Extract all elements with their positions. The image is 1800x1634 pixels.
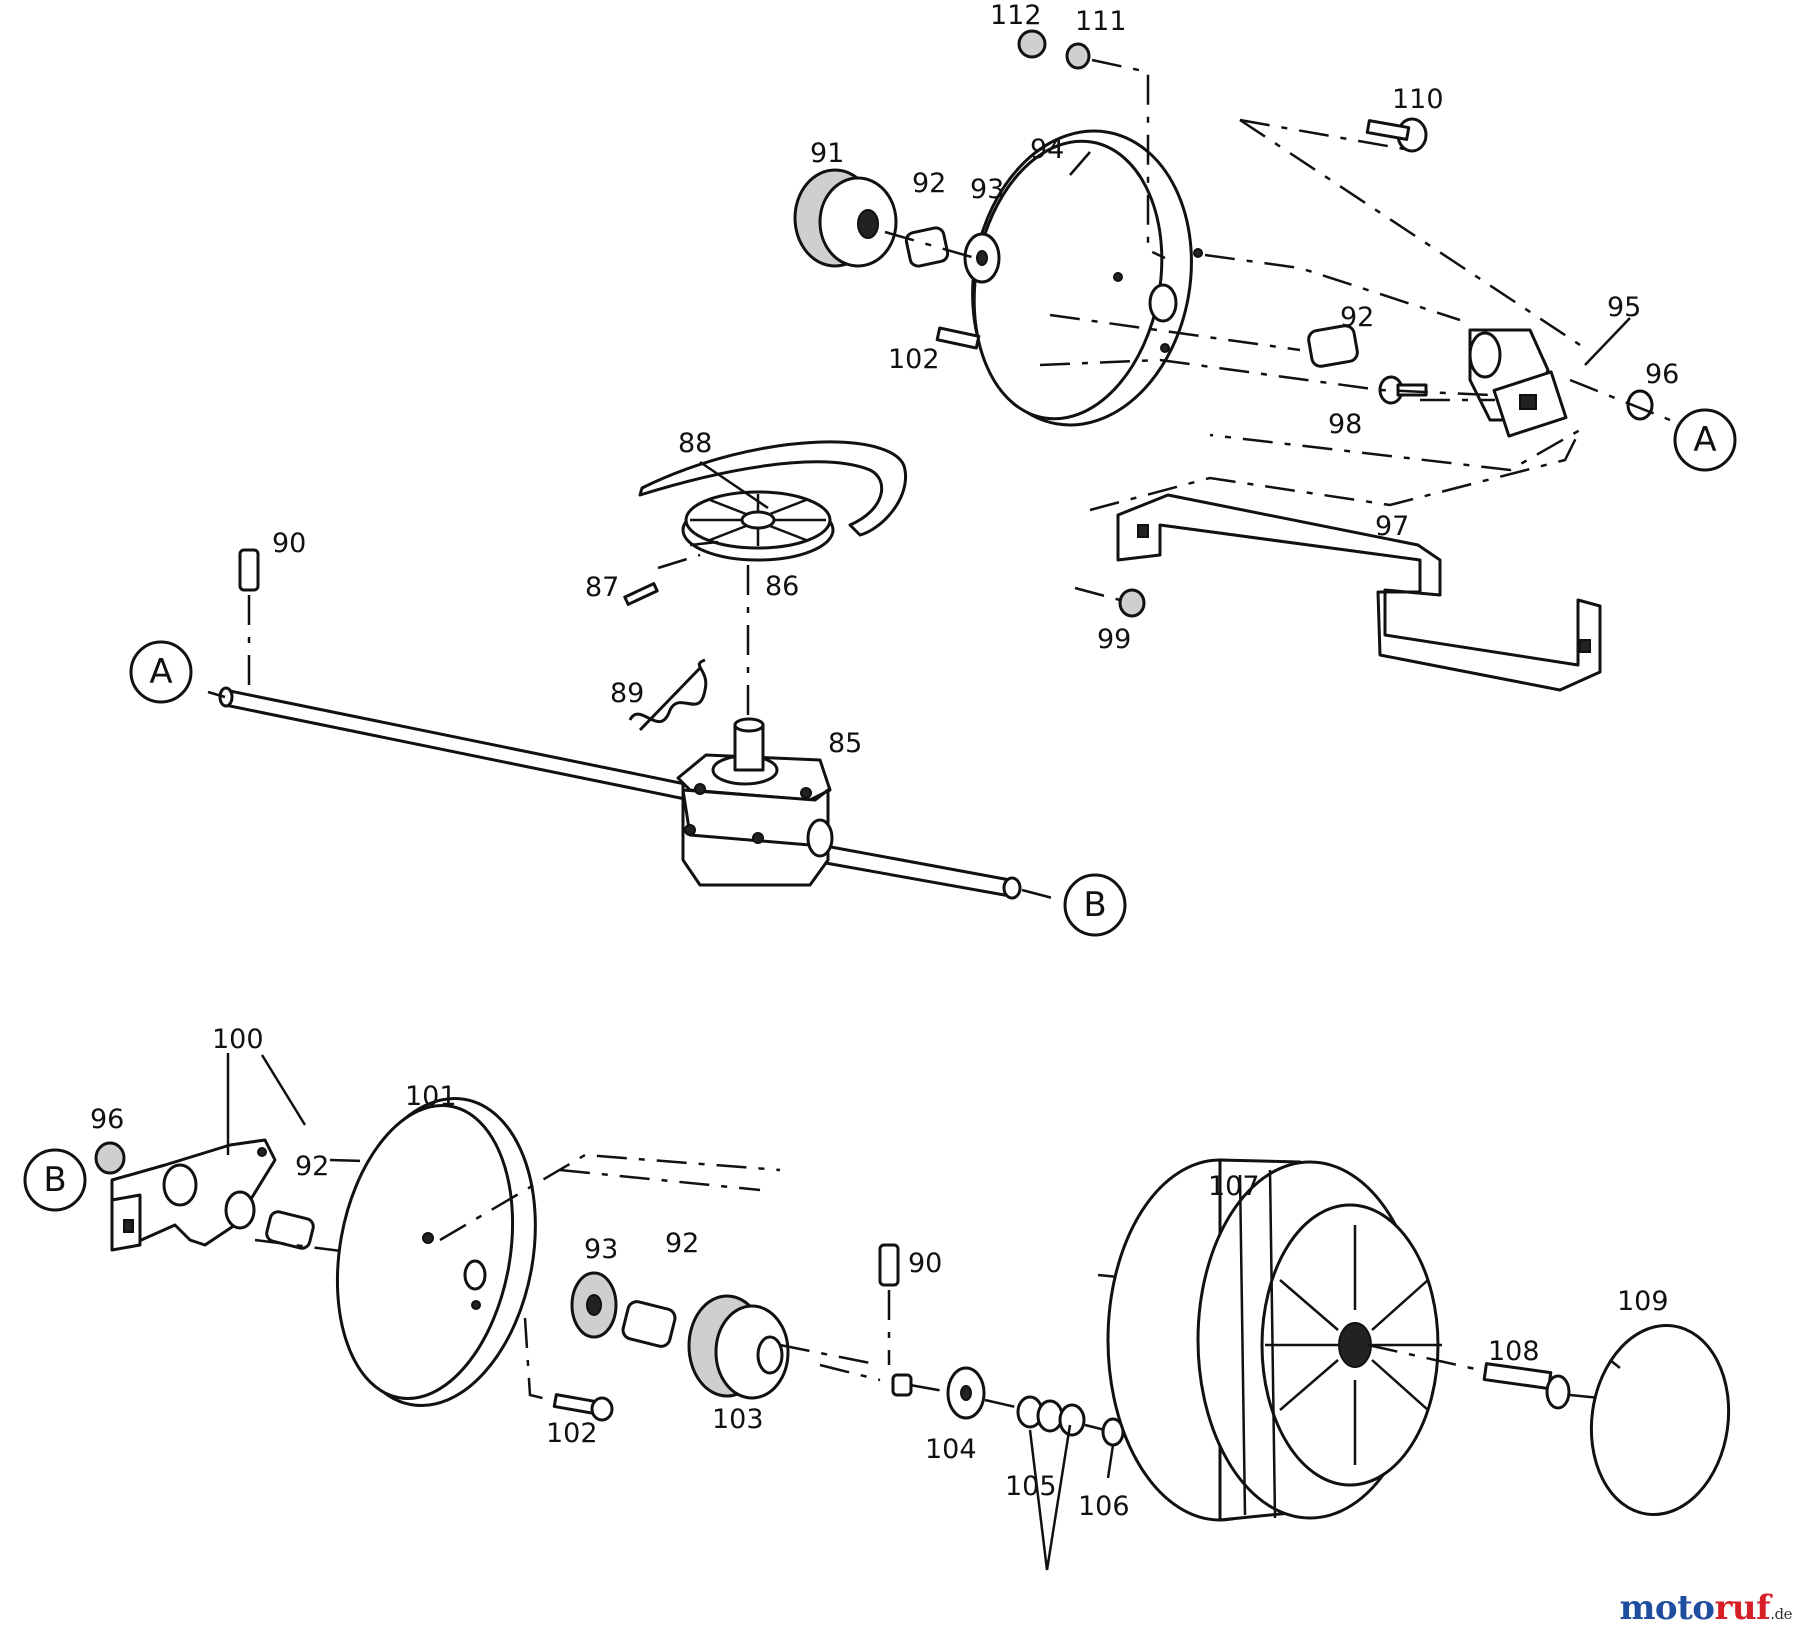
nut-96-bottom — [94, 1141, 126, 1175]
bolt-110 — [1365, 117, 1428, 153]
label-99: 99 — [1097, 624, 1131, 655]
label-94: 94 — [1030, 134, 1064, 165]
spring-89 — [628, 658, 708, 732]
wheel-107 — [1106, 1158, 1442, 1522]
ref-b-right: B — [1063, 873, 1127, 937]
ref-b-left: B — [23, 1148, 87, 1212]
gearbox-85 — [676, 717, 834, 887]
label-93-bottom: 93 — [584, 1234, 618, 1265]
gear-91 — [793, 168, 898, 268]
label-92-bottom-left: 92 — [295, 1151, 329, 1182]
label-93-top: 93 — [970, 174, 1004, 205]
label-96-bottom: 96 — [90, 1104, 124, 1135]
pulley-86 — [681, 490, 835, 562]
label-87: 87 — [585, 572, 619, 603]
label-109: 109 — [1617, 1286, 1669, 1317]
gear-103 — [687, 1294, 790, 1400]
washers-105 — [1016, 1395, 1086, 1437]
label-110: 110 — [1392, 84, 1444, 115]
label-98: 98 — [1328, 409, 1362, 440]
label-101: 101 — [405, 1081, 457, 1112]
bushing-92-top — [904, 226, 950, 268]
label-111: 111 — [1075, 6, 1127, 37]
label-96-top: 96 — [1645, 359, 1679, 390]
axle-stub — [891, 1373, 913, 1397]
label-102-top: 102 — [888, 344, 940, 375]
label-90-shaft: 90 — [272, 528, 306, 559]
ref-a-right: A — [1673, 408, 1737, 472]
label-97: 97 — [1375, 511, 1409, 542]
bushing-92-right — [1307, 324, 1359, 368]
bar-97 — [1116, 493, 1602, 692]
label-91: 91 — [810, 138, 844, 169]
svg-text:B: B — [1083, 885, 1106, 925]
label-103: 103 — [712, 1404, 764, 1435]
label-112: 112 — [990, 0, 1042, 31]
label-92-right: 92 — [1340, 302, 1374, 333]
svg-text:B: B — [43, 1160, 66, 1200]
hubcap-109 — [1589, 1323, 1731, 1517]
screw-102-bottom — [552, 1393, 614, 1422]
label-90-wheel: 90 — [908, 1248, 942, 1279]
watermark-logo: motoruf.de — [1619, 1588, 1792, 1628]
nut-99 — [1118, 588, 1146, 618]
bushing-92-bottom-mid — [621, 1300, 677, 1348]
label-100: 100 — [212, 1024, 264, 1055]
label-92-bottom-mid: 92 — [665, 1228, 699, 1259]
label-86: 86 — [765, 571, 799, 602]
label-88: 88 — [678, 428, 712, 459]
washer-93-top — [963, 232, 1001, 284]
axle-shaft — [218, 686, 1022, 900]
label-104: 104 — [925, 1434, 977, 1465]
nut-112 — [1017, 29, 1047, 59]
label-92-top: 92 — [912, 168, 946, 199]
label-85: 85 — [828, 728, 862, 759]
label-108: 108 — [1488, 1336, 1540, 1367]
washer-104 — [946, 1366, 986, 1420]
washer-111 — [1065, 42, 1091, 70]
label-95: 95 — [1607, 292, 1641, 323]
key-90-shaft — [238, 548, 260, 592]
label-102-bottom: 102 — [546, 1418, 598, 1449]
bracket-95 — [1468, 328, 1568, 438]
washer-93-bottom — [570, 1271, 618, 1339]
bracket-100 — [110, 1138, 277, 1252]
ref-a-left: A — [129, 640, 193, 704]
pulley-94 — [971, 129, 1203, 427]
screw-102-top — [935, 326, 981, 350]
svg-text:A: A — [149, 652, 172, 692]
bolt-108 — [1482, 1362, 1571, 1410]
nut-96-top — [1626, 389, 1654, 421]
pulley-101 — [335, 1096, 537, 1408]
pin-87 — [623, 582, 659, 606]
svg-text:A: A — [1693, 420, 1716, 460]
label-89: 89 — [610, 678, 644, 709]
label-105: 105 — [1005, 1471, 1057, 1502]
label-106: 106 — [1078, 1491, 1130, 1522]
bushing-92-bottom-left — [265, 1210, 315, 1250]
label-107: 107 — [1208, 1171, 1260, 1202]
key-90-wheel — [878, 1243, 900, 1287]
